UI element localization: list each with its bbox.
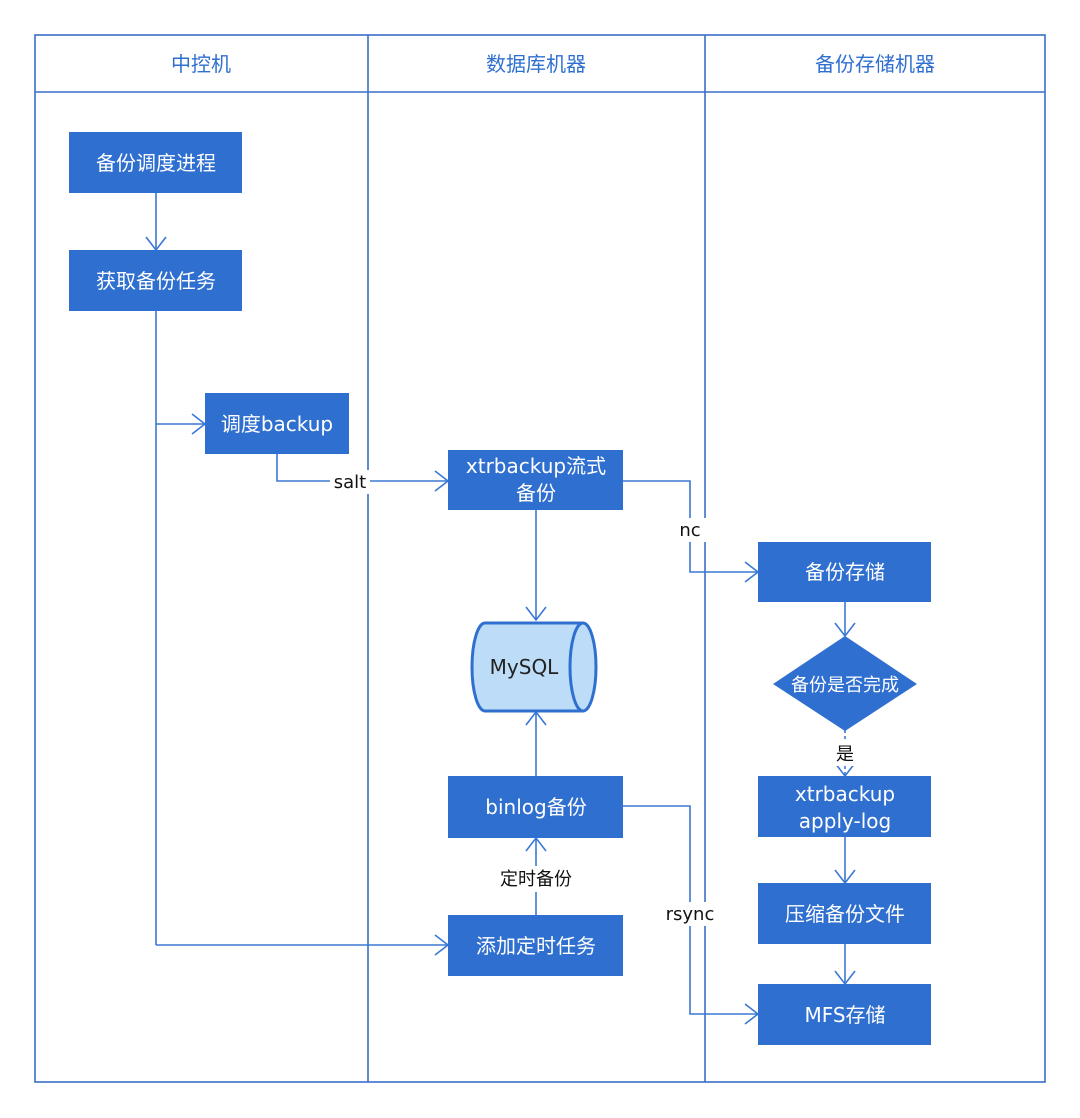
node-backup-store: 备份存储 [758, 542, 931, 602]
edge-schedule-to-xtrabackup [276, 454, 448, 482]
node-fetch-task: 获取备份任务 [69, 250, 242, 311]
node-backup-done-decision: 备份是否完成 [773, 636, 917, 731]
decision-label: 备份是否完成 [791, 675, 899, 696]
node-compress-files: 压缩备份文件 [758, 883, 931, 944]
swimlane-frame [34, 34, 1046, 1083]
database-label: MySQL [490, 655, 560, 679]
node-label: 压缩备份文件 [785, 902, 905, 926]
arrowhead [525, 606, 547, 622]
node-label-line2: 备份 [516, 481, 556, 505]
node-label: 添加定时任务 [476, 934, 596, 958]
edge-label-timed-backup: 定时备份 [500, 869, 572, 890]
node-mfs-store: MFS存储 [758, 984, 931, 1045]
node-label: 备份存储 [805, 560, 885, 584]
node-add-cron-task: 添加定时任务 [448, 915, 623, 976]
edge-label-nc: nc [679, 520, 700, 541]
node-label: MFS存储 [804, 1003, 885, 1027]
lane-title-storage: 备份存储机器 [815, 52, 935, 76]
connectors [145, 193, 856, 1025]
node-backup-scheduler: 备份调度进程 [69, 132, 242, 193]
node-apply-log: xtrbackup apply-log [758, 776, 931, 837]
node-label: 获取备份任务 [96, 269, 216, 293]
node-schedule-backup: 调度backup [205, 393, 349, 454]
edge-label-rsync: rsync [666, 904, 715, 925]
lane-title-control: 中控机 [171, 52, 231, 76]
lane-title-database: 数据库机器 [486, 52, 586, 76]
node-label-line1: xtrbackup [795, 782, 895, 806]
node-xtrabackup-stream: xtrbackup流式 备份 [448, 450, 623, 510]
node-label-line1: xtrbackup流式 [466, 454, 606, 478]
node-binlog-backup: binlog备份 [448, 776, 623, 838]
node-label: binlog备份 [485, 795, 586, 819]
node-label: 调度backup [221, 412, 333, 436]
node-label: 备份调度进程 [96, 151, 216, 175]
edge-label-yes: 是 [836, 744, 854, 765]
edge-label-salt: salt [334, 472, 366, 493]
node-mysql-database: MySQL [470, 621, 598, 713]
node-label-line2: apply-log [799, 809, 891, 833]
